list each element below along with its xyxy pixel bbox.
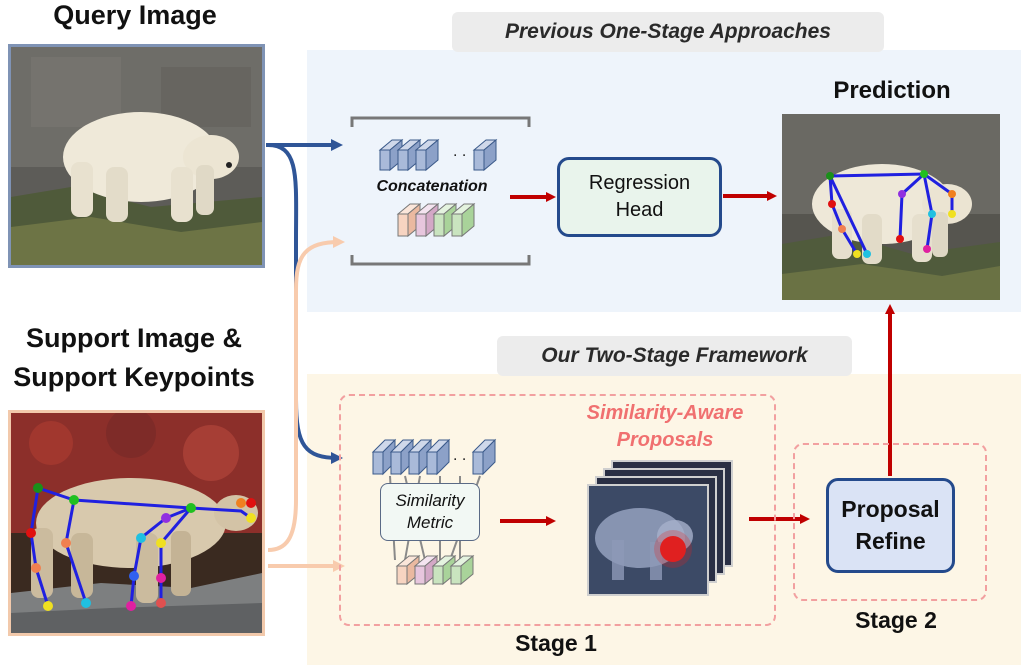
concat-bracket-bottom	[350, 255, 531, 266]
regression-head-line2: Head	[615, 199, 664, 221]
proposal-refine-line1: Proposal	[841, 496, 940, 523]
stage1-region	[339, 394, 776, 626]
similarity-support-cubes	[395, 554, 475, 586]
similarity-metric-box: Similarity Metric	[380, 483, 480, 541]
pipeline-arrows	[500, 191, 895, 526]
proposal-heatmap-stack	[587, 460, 733, 596]
stage2-label: Stage 2	[855, 607, 937, 633]
proposal-refine-box: Proposal Refine	[826, 478, 955, 573]
support-feature-cubes	[396, 202, 476, 238]
previous-approach-tag: Previous One-Stage Approaches	[452, 12, 884, 52]
svg-text:. .: . .	[453, 447, 466, 464]
concatenation-label: Concatenation	[376, 178, 488, 195]
proposal-refine-line2: Refine	[855, 527, 926, 554]
proposals-label-line2: Proposals	[616, 429, 714, 451]
proposals-label: Similarity-Aware Proposals	[540, 400, 790, 454]
similarity-metric-line2: Metric	[406, 513, 454, 532]
query-image	[8, 44, 265, 268]
prediction-title: Prediction	[833, 77, 951, 104]
support-title-line2: Support Keypoints	[13, 362, 255, 392]
support-title-line1: Support Image &	[25, 323, 242, 353]
similarity-metric-line1: Similarity	[395, 490, 465, 510]
prediction-image	[782, 114, 1000, 300]
stage2-region	[793, 443, 987, 601]
proposals-label-line1: Similarity-Aware	[586, 402, 744, 424]
svg-text:. .: . .	[453, 143, 466, 160]
stage1-label: Stage 1	[515, 630, 597, 656]
support-image	[8, 410, 265, 636]
our-framework-tag: Our Two-Stage Framework	[497, 336, 852, 376]
query-feature-cubes	[378, 138, 498, 172]
concat-bracket-top	[350, 116, 531, 127]
regression-head-box: Regression Head	[557, 157, 722, 237]
proposal-heat-spot	[660, 536, 686, 562]
similarity-query-cubes	[371, 438, 497, 476]
support-flow-arrows	[267, 236, 345, 572]
query-flow-arrows	[266, 139, 343, 464]
regression-head-line1: Regression	[588, 172, 691, 194]
query-image-title: Query Image	[53, 0, 217, 30]
